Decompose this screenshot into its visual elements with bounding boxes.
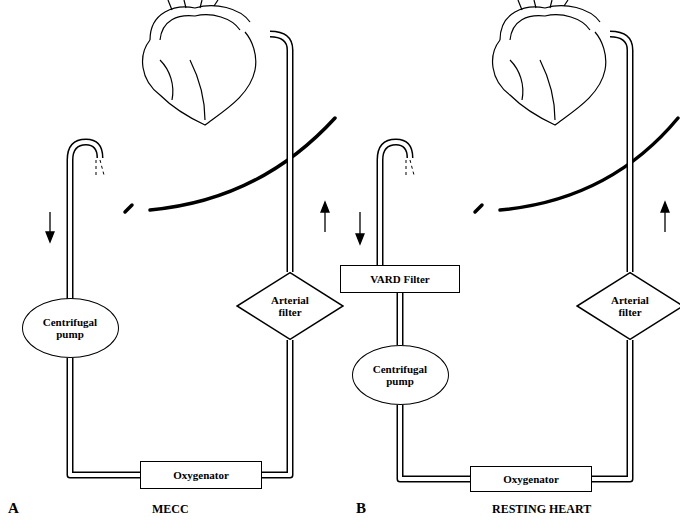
component-label: Arterial filter <box>260 292 320 320</box>
component-label: Arterial filter <box>600 292 660 320</box>
component-label: Oxygenator <box>169 467 233 483</box>
component-label: Oxygenator <box>499 471 563 487</box>
panel-letter: B <box>356 500 366 517</box>
component-box: Oxygenator <box>140 461 262 489</box>
tube-stroke <box>398 293 402 345</box>
panel-title: MECC <box>152 502 189 517</box>
tubing-connector <box>592 340 630 479</box>
tubing-connector <box>400 293 401 345</box>
tube-stroke <box>397 293 404 345</box>
tubing-connector <box>262 340 290 475</box>
pump-circle: Centrifugal pump <box>352 345 449 405</box>
tubing-connector <box>70 358 140 475</box>
panel-letter: A <box>8 500 19 517</box>
tubing-connector <box>400 405 470 479</box>
tube-stroke <box>400 405 470 479</box>
tube-stroke <box>400 405 470 479</box>
component-label: Centrifugal pump <box>35 314 105 342</box>
panel-title: RESTING HEART <box>492 502 591 517</box>
tube-stroke <box>262 340 290 475</box>
tube-stroke <box>592 340 630 479</box>
component-label: Centrifugal pump <box>365 361 435 389</box>
tube-stroke <box>70 358 140 475</box>
filter-diamond: Arterial filter <box>576 272 680 340</box>
tube-stroke <box>592 340 630 479</box>
filter-diamond: Arterial filter <box>236 272 344 340</box>
pump-circle: Centrifugal pump <box>22 298 119 358</box>
tube-stroke <box>262 340 290 475</box>
component-box: Oxygenator <box>470 466 592 492</box>
component-label: VARD Filter <box>366 271 433 287</box>
component-box: VARD Filter <box>340 265 460 293</box>
tube-stroke <box>70 358 140 475</box>
